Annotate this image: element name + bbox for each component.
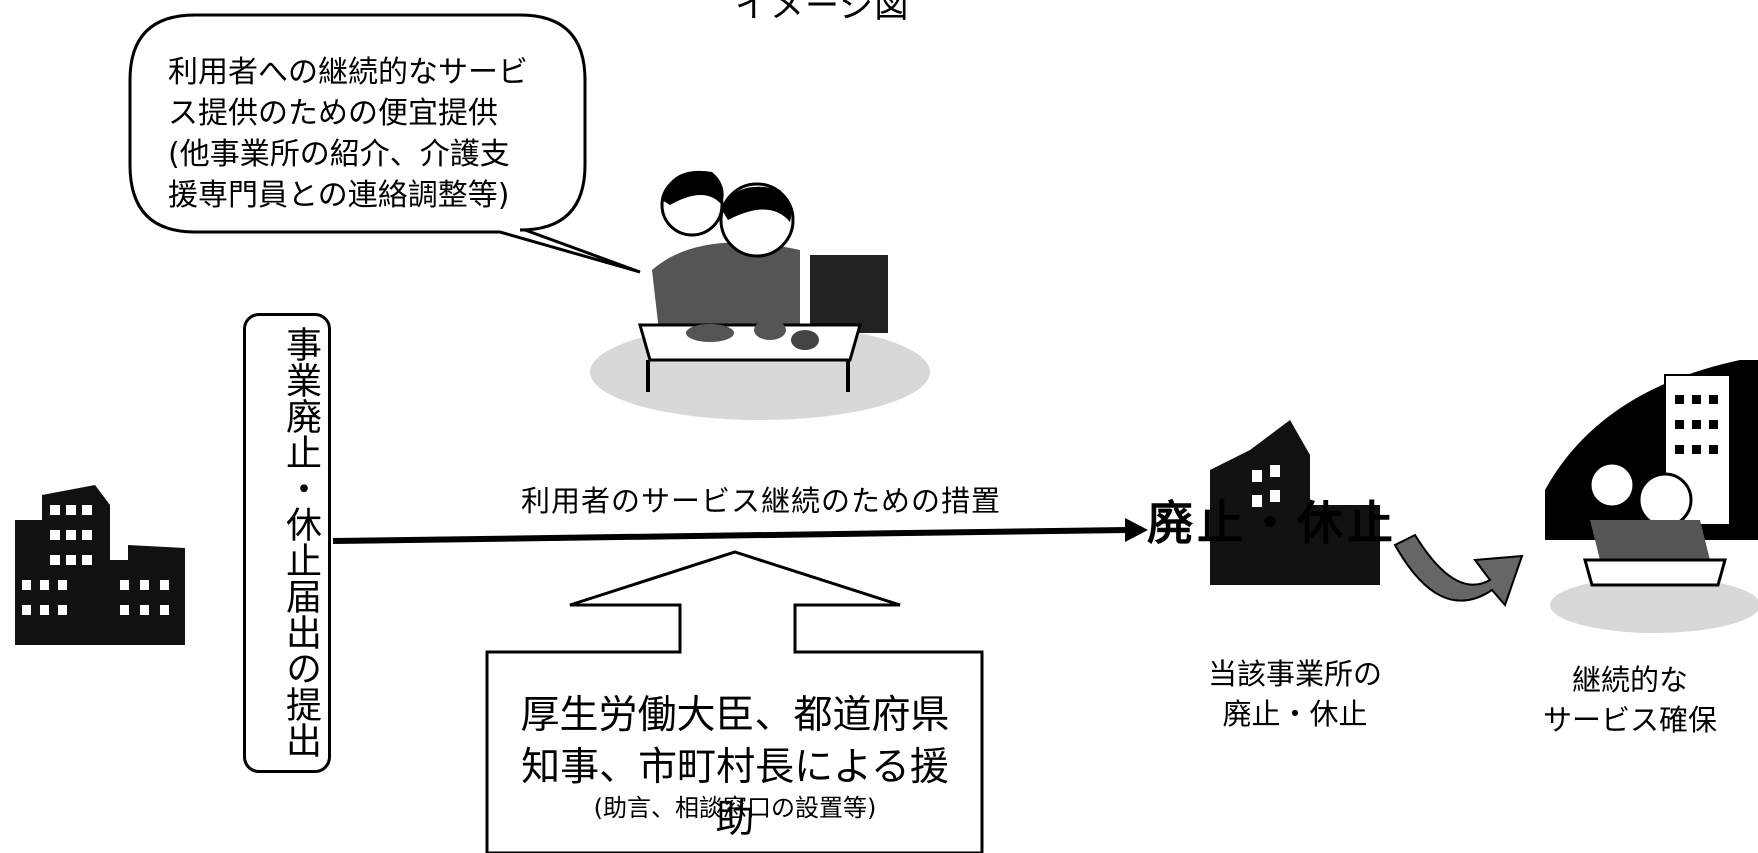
continued-service-illustration: [1545, 360, 1758, 633]
main-arrow-label: 利用者のサービス継続のための措置: [521, 484, 1002, 518]
office-building-left-illustration: [15, 485, 185, 645]
notice-box-label: 事業廃止・休止届出の提出: [280, 326, 321, 758]
support-box-sub-text: (助言、相談窓口の設置等): [593, 794, 877, 822]
main-arrow-head: [1125, 518, 1148, 542]
closure-stamp: 廃止・休止: [1147, 496, 1397, 550]
closed-office-building-illustration: [1210, 420, 1380, 585]
diagram-title: イメージ図: [735, 0, 910, 26]
closure-caption: 当該事業所の 廃止・休止: [1207, 657, 1382, 731]
support-box-main-text: 厚生労働大臣、都道府県 知事、市町村長による援助: [520, 693, 950, 842]
transition-curved-arrow: [1393, 533, 1524, 607]
main-arrow-line: [332, 527, 1129, 544]
continuation-caption: 継続的な サービス確保: [1542, 663, 1717, 737]
support-up-arrow: [485, 550, 984, 853]
notice-box: [243, 313, 331, 773]
speech-bubble: [128, 13, 641, 274]
caregiver-dining-illustration: [590, 170, 930, 420]
speech-bubble-text: 利用者への継続的なサービ ス提供のための便宜提供 (他事業所の紹介、介護支 援専…: [168, 55, 528, 213]
